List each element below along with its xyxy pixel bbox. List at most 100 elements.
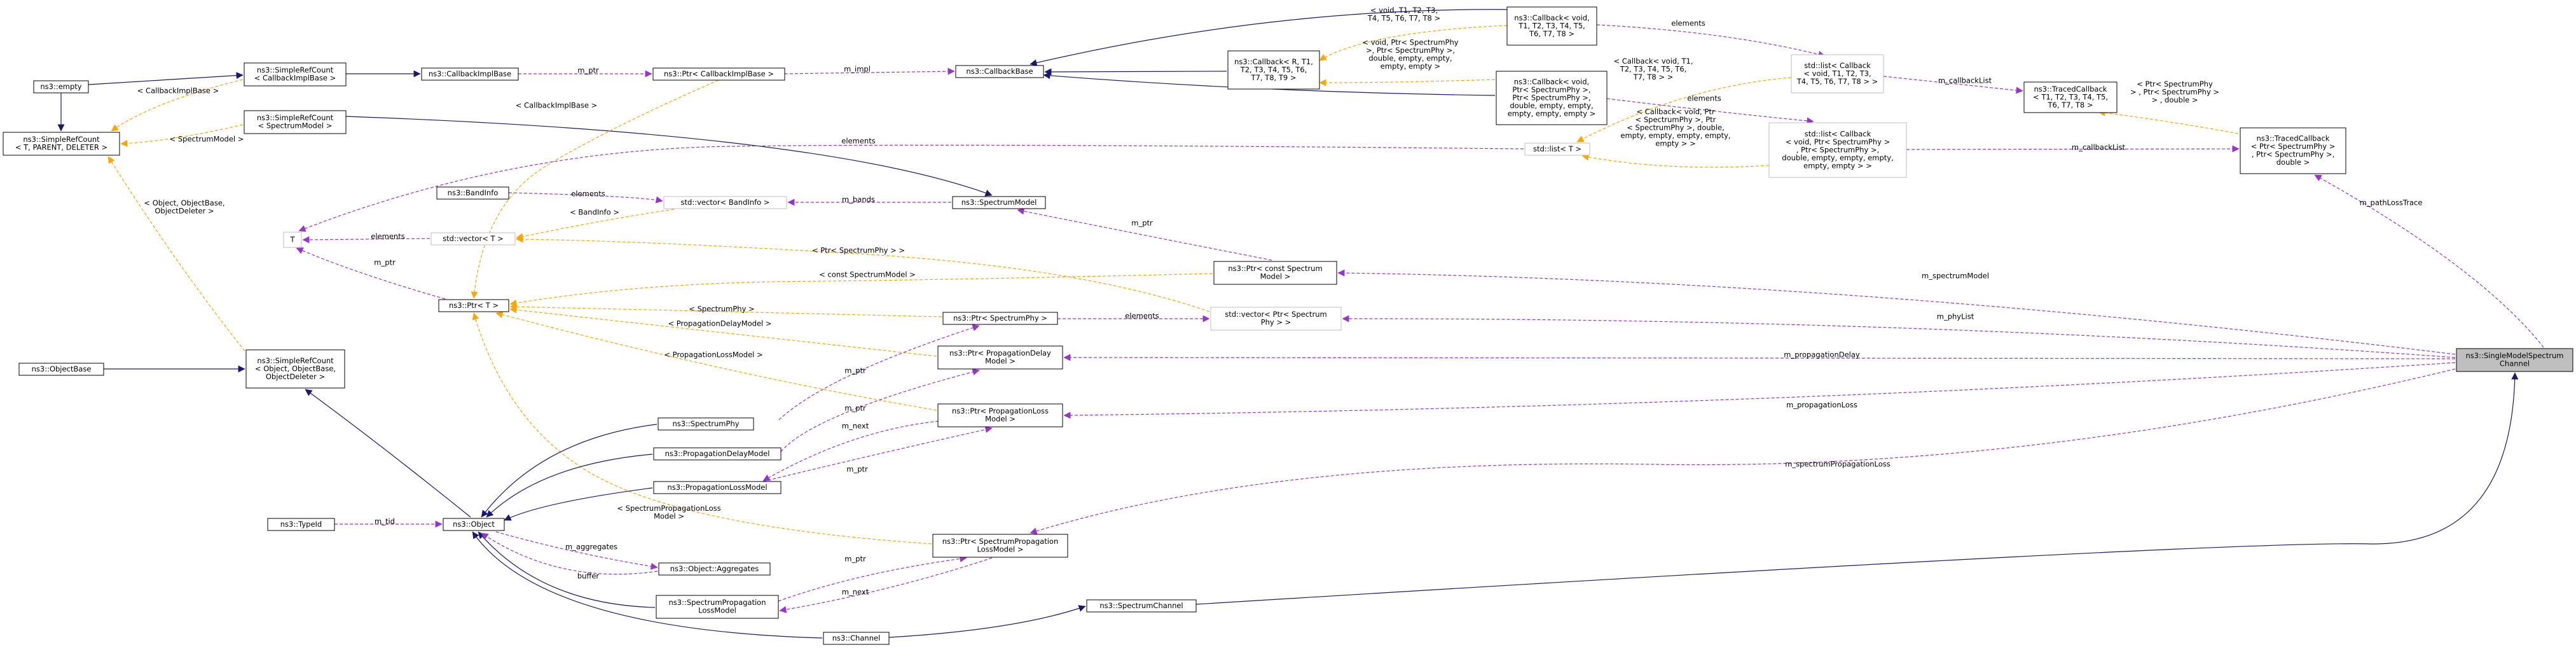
class-node-label: std::list< Callback — [1804, 61, 1871, 70]
edge-T-stdlistt: elements — [298, 136, 1524, 232]
edge-label: < CallbackImplBase > — [137, 86, 219, 95]
class-node-label: ns3::SimpleRefCount — [257, 113, 334, 122]
class-node-label: Model > — [1260, 272, 1291, 281]
edge-label: m_spectrumPropagationLoss — [1785, 459, 1891, 468]
edge-label: elements — [1687, 94, 1721, 102]
edge-line — [481, 532, 658, 575]
class-node-objectbase[interactable]: ns3::ObjectBase — [18, 363, 104, 376]
class-node-bandinfo[interactable]: ns3::BandInfo — [436, 186, 509, 200]
class-node-box — [1496, 71, 1608, 125]
class-node-label: double, empty, empty, empty, — [1782, 153, 1893, 162]
edge-line — [345, 116, 993, 197]
class-node-box — [942, 312, 1058, 325]
class-node-T[interactable]: T — [283, 232, 302, 248]
class-node-srobj[interactable]: ns3::SimpleRefCount< Object, ObjectBase,… — [245, 349, 345, 389]
edge-label: < SpectrumPropagationLoss — [617, 504, 720, 513]
class-node-cbr[interactable]: ns3::Callback< R, T1,T2, T3, T4, T5, T6,… — [1227, 50, 1320, 90]
edge-channel-specchannel — [888, 605, 1086, 638]
edge-label: < SpectrumModel > — [170, 134, 244, 143]
class-node-box — [18, 363, 104, 376]
class-node-label: Ptr< SpectrumPhy >, — [1512, 85, 1590, 94]
class-node-box — [1213, 261, 1337, 285]
class-node-label: ns3::BandInfo — [448, 188, 499, 197]
class-node-cbspec[interactable]: ns3::Callback< void,Ptr< SpectrumPhy >,P… — [1496, 71, 1608, 125]
edge-label: < Object, ObjectBase, — [144, 198, 224, 207]
class-node-stdlistcbsp[interactable]: std::list< Callback< void, Ptr< Spectrum… — [1768, 122, 1907, 178]
edge-line — [784, 67, 955, 75]
edge-label: > , Ptr< SpectrumPhy > — [2130, 87, 2219, 96]
edge-cbvoid-stdlistcb: elements — [1596, 18, 1826, 58]
class-node-ptrplm[interactable]: ns3::Ptr< PropagationLossModel > — [937, 403, 1063, 427]
edge-line — [1883, 76, 2023, 94]
class-node-box — [2240, 127, 2346, 174]
class-node-box — [653, 481, 782, 494]
edge-label: m_callbackList — [2072, 142, 2126, 151]
class-node-box — [658, 417, 754, 431]
edge-label: elements — [371, 232, 404, 240]
class-node-label: , Ptr< SpectrumPhy >, — [2252, 150, 2334, 159]
class-node-srtpd[interactable]: ns3::SimpleRefCount< T, PARENT, DELETER … — [3, 132, 120, 156]
edge-label: double, empty, empty, — [1368, 54, 1452, 63]
edge-label: m_bands — [842, 195, 875, 204]
edge-line — [1596, 24, 1826, 58]
class-node-label: T4, T5, T6, T7, T8 > > — [1796, 77, 1878, 86]
class-node-stdlistt[interactable]: std::list< T > — [1524, 142, 1590, 156]
edge-label: elements — [571, 189, 605, 198]
class-node-specmodel[interactable]: ns3::SpectrumModel — [952, 196, 1046, 209]
class-node-srcb[interactable]: ns3::SimpleRefCount< CallbackImplBase > — [244, 62, 347, 87]
class-node-stdlistcb[interactable]: std::list< Callback< void, T1, T2, T3,T4… — [1791, 54, 1884, 94]
edge-T-vect: elements — [302, 232, 430, 244]
class-node-srsm[interactable]: ns3::SimpleRefCount< SpectrumModel > — [244, 110, 347, 134]
edge-label: empty, empty, empty, empty, — [1620, 131, 1730, 140]
class-node-cib[interactable]: ns3::CallbackImplBase — [421, 67, 519, 81]
class-node-pdm[interactable]: ns3::PropagationDelayModel — [653, 447, 782, 461]
edge-stdlistcbsp-tracedcbsp: m_callbackList — [1906, 142, 2240, 153]
class-node-label: Channel — [2500, 359, 2530, 368]
class-node-ptrconstsm[interactable]: ns3::Ptr< const SpectrumModel > — [1213, 261, 1337, 285]
edge-plm-ptrplm: m_ptr — [762, 426, 993, 482]
class-node-empty[interactable]: ns3::empty — [33, 80, 89, 94]
class-node-vect[interactable]: std::vector< T > — [430, 232, 516, 246]
edge-label: m_spectrumModel — [1922, 271, 1989, 280]
class-node-cbvoid[interactable]: ns3::Callback< void,T1, T2, T3, T4, T5,T… — [1506, 6, 1597, 46]
class-node-label: < Object, ObjectBase, — [255, 364, 336, 373]
class-node-tracedcbsp[interactable]: ns3::TracedCallback< Ptr< SpectrumPhy >,… — [2240, 127, 2346, 174]
class-node-label: < CallbackImplBase > — [254, 74, 336, 83]
class-node-label: < SpectrumModel > — [258, 121, 333, 130]
class-node-label: LossModel > — [977, 545, 1023, 554]
edge-label: empty > > — [1655, 139, 1695, 148]
edge-line — [778, 555, 967, 602]
edge-line — [508, 192, 663, 204]
edge-ptrt-ptrconstsm: < const SpectrumModel > — [509, 270, 1213, 307]
edge-ptrt-ptrplm: < PropagationLossModel > — [495, 311, 937, 411]
edge-label: m_ptr — [844, 554, 866, 563]
edge-ptrcib-cbbase: m_impl — [784, 64, 955, 75]
class-node-label: ns3::SpectrumPropagation — [668, 598, 766, 607]
class-node-vecptrsp[interactable]: std::vector< Ptr< SpectrumPhy > > — [1210, 307, 1342, 331]
edge-line — [296, 247, 446, 300]
class-node-ptrcib[interactable]: ns3::Ptr< CallbackImplBase > — [652, 67, 785, 81]
class-node-cbbase[interactable]: ns3::CallbackBase — [955, 65, 1044, 78]
class-node-label: , Ptr< SpectrumPhy >, — [1796, 145, 1879, 154]
class-node-ptrpdm[interactable]: ns3::Ptr< PropagationDelayModel > — [937, 345, 1063, 370]
class-node-box — [244, 110, 347, 134]
class-node-plm[interactable]: ns3::PropagationLossModel — [653, 481, 782, 494]
class-node-ptrt[interactable]: ns3::Ptr< T > — [438, 299, 509, 312]
class-node-object[interactable]: ns3::Object — [443, 518, 505, 531]
edge-line — [1063, 362, 2456, 419]
class-node-tracedcb[interactable]: ns3::TracedCallback< T1, T2, T3, T4, T5,… — [2023, 81, 2118, 113]
class-node-ptrsp[interactable]: ns3::Ptr< SpectrumPhy > — [942, 312, 1058, 325]
class-node-label: ns3::Ptr< T > — [449, 301, 499, 310]
edge-line — [509, 303, 942, 317]
class-node-label: ns3::Ptr< SpectrumPropagation — [942, 537, 1059, 546]
class-node-aggregates[interactable]: ns3::Object::Aggregates — [658, 562, 771, 576]
class-node-channel[interactable]: ns3::Channel — [823, 632, 890, 645]
class-node-typeid[interactable]: ns3::TypeId — [267, 518, 335, 531]
class-node-vecbandinfo[interactable]: std::vector< BandInfo > — [663, 196, 787, 209]
class-node-specphy[interactable]: ns3::SpectrumPhy — [658, 417, 754, 431]
class-node-specchannel[interactable]: ns3::SpectrumChannel — [1086, 599, 1197, 613]
class-node-label: T6, T7, T8 > — [1529, 29, 1574, 38]
